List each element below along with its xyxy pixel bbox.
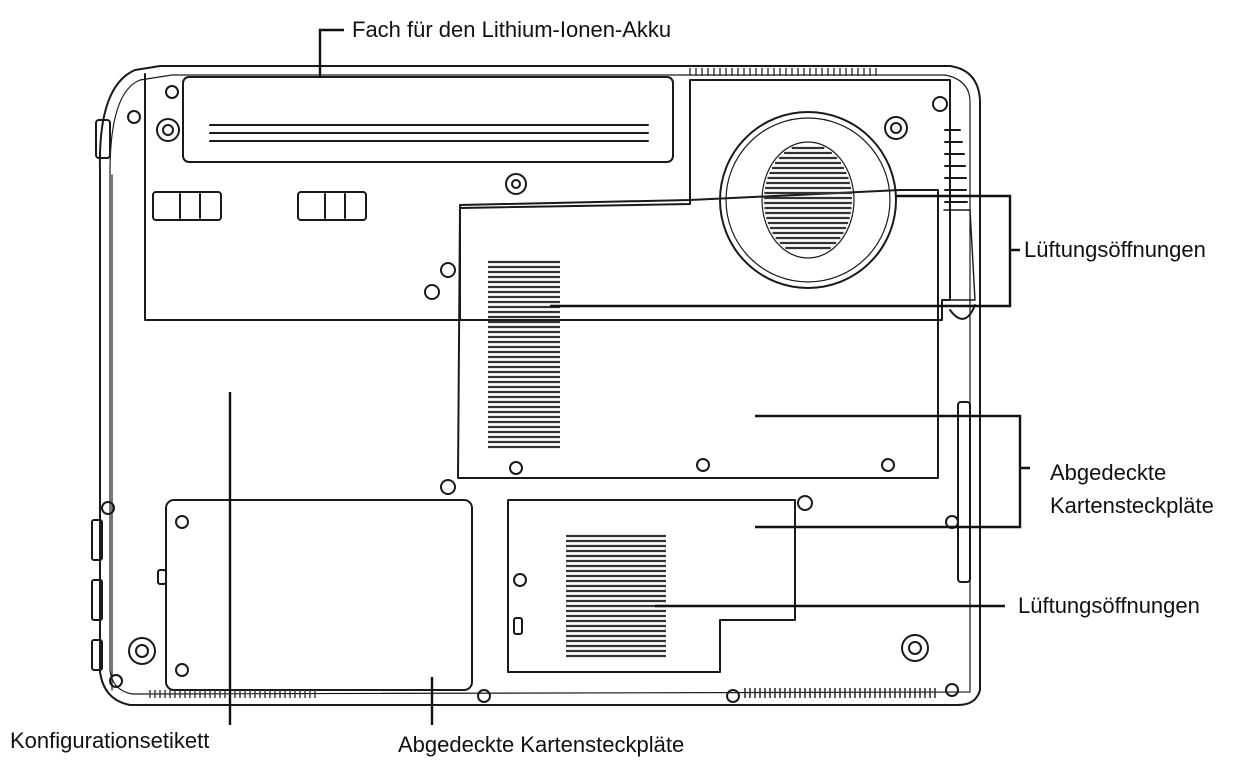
screw xyxy=(513,573,527,587)
screw xyxy=(165,85,179,99)
hdd-cover xyxy=(165,499,473,691)
callout-vents-lower: Lüftungsöffnungen xyxy=(1018,593,1200,618)
battery-pack xyxy=(182,76,674,163)
leader-vents-top xyxy=(550,194,1020,308)
right-edge-vents xyxy=(944,129,968,203)
screw xyxy=(505,173,527,195)
screw xyxy=(440,479,456,495)
left-edge-port xyxy=(91,519,103,561)
left-edge-port-2 xyxy=(91,579,103,621)
screw xyxy=(881,458,895,472)
callout-slots-bottom: Abgedeckte Kartensteckpläte xyxy=(398,732,685,757)
vent-grille-lower xyxy=(566,534,666,658)
screw xyxy=(156,118,180,142)
screw xyxy=(945,683,959,697)
screw xyxy=(797,495,813,511)
card-cover-small xyxy=(507,499,796,673)
screw xyxy=(696,458,710,472)
callout-battery-bay: Fach für den Lithium-Ionen-Akku xyxy=(352,17,672,42)
screw xyxy=(932,96,948,112)
callout-config-label: Konfigurationsetikett xyxy=(10,728,210,753)
leader-slots-right xyxy=(755,414,1030,529)
battery-latch-right xyxy=(297,191,367,221)
leader-battery-bay xyxy=(318,28,344,78)
bottom-edge-vents xyxy=(149,68,936,698)
screw xyxy=(901,634,929,662)
card-cover-large xyxy=(457,189,939,479)
vent-grille-main xyxy=(488,260,560,449)
screw xyxy=(884,116,908,140)
screw xyxy=(477,689,491,703)
screw xyxy=(127,110,141,124)
screw xyxy=(109,674,123,688)
screw xyxy=(175,663,189,677)
left-edge-latch xyxy=(95,119,111,159)
callout-slots-right-line1: Abgedeckte xyxy=(1050,460,1167,485)
screw xyxy=(440,262,456,278)
right-edge-jack xyxy=(949,304,976,320)
screw xyxy=(101,501,115,515)
left-edge-port-3 xyxy=(91,639,103,671)
right-edge-port xyxy=(957,401,971,583)
callout-vents-top: Lüftungsöffnungen xyxy=(1024,237,1206,262)
callout-slots-right: Abgedeckte Kartensteckpläte xyxy=(1050,456,1254,522)
screw xyxy=(424,284,440,300)
callout-slots-right-line2: Kartensteckpläte xyxy=(1050,493,1214,518)
screw xyxy=(175,515,189,529)
cover-tab xyxy=(513,617,523,635)
laptop-body-outline xyxy=(98,65,981,706)
battery-latch-left xyxy=(152,191,222,221)
screw xyxy=(509,461,523,475)
cooling-fan xyxy=(719,111,897,289)
cover-tab xyxy=(157,569,167,585)
screw xyxy=(128,637,156,665)
laptop-body-inner-outline xyxy=(109,74,971,695)
screw xyxy=(726,689,740,703)
fan-grille xyxy=(764,146,852,250)
